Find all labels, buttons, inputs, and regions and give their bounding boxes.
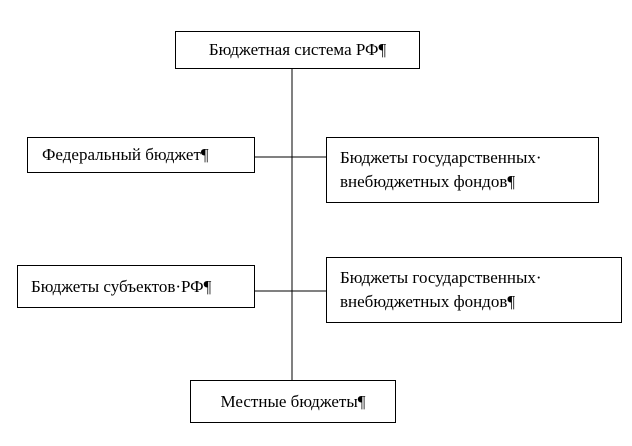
- offbudget-funds-line2: внебюджетных фондов¶: [340, 172, 516, 191]
- federal-budget-label: Федеральный бюджет¶: [42, 145, 209, 164]
- local-budgets-label: Местные бюджеты¶: [220, 391, 366, 411]
- offbudget-funds-text-1: Бюджеты государственных· внебюджетных фо…: [340, 146, 542, 194]
- offbudget-funds-line2: внебюджетных фондов¶: [340, 292, 516, 311]
- local-budgets-box: Местные бюджеты¶: [190, 380, 396, 423]
- budget-system-root-box: Бюджетная система РФ¶: [175, 31, 420, 69]
- offbudget-funds-line1: Бюджеты государственных·: [340, 148, 542, 167]
- offbudget-funds-box-1: Бюджеты государственных· внебюджетных фо…: [326, 137, 599, 203]
- subjects-budgets-label: Бюджеты субъектов·РФ¶: [31, 276, 212, 296]
- subjects-budgets-box: Бюджеты субъектов·РФ¶: [17, 265, 255, 308]
- offbudget-funds-line1: Бюджеты государственных·: [340, 268, 542, 287]
- federal-budget-box: Федеральный бюджет¶: [27, 137, 255, 173]
- offbudget-funds-text-2: Бюджеты государственных· внебюджетных фо…: [340, 266, 542, 314]
- budget-system-root-label: Бюджетная система РФ¶: [208, 40, 387, 59]
- offbudget-funds-box-2: Бюджеты государственных· внебюджетных фо…: [326, 257, 622, 323]
